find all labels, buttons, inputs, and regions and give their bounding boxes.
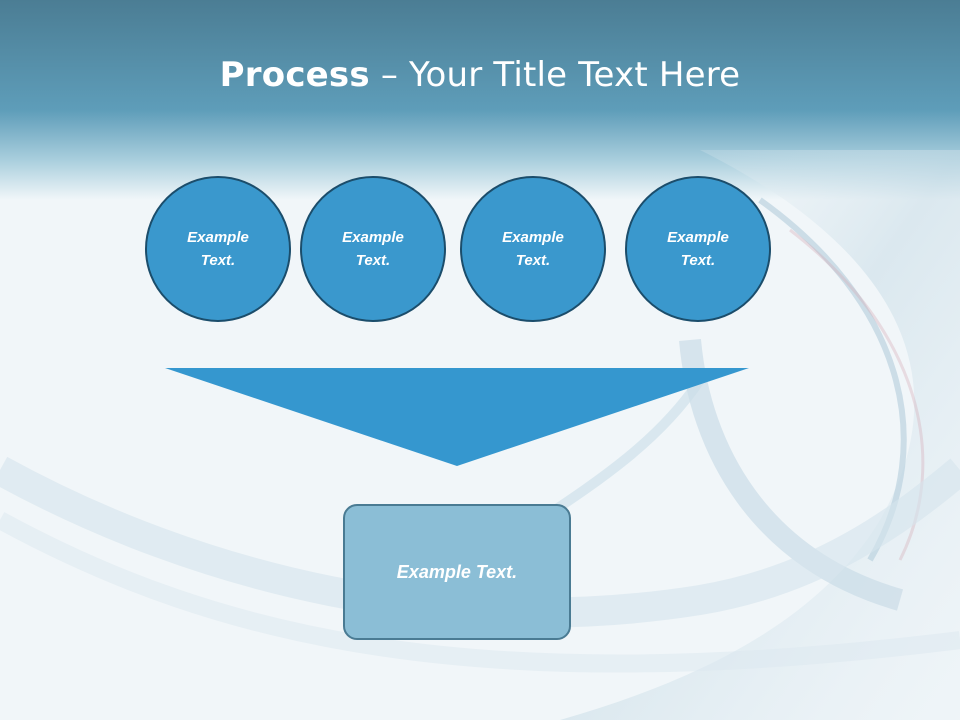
- title-bold: Process: [219, 55, 370, 95]
- process-step-2: Example Text.: [300, 176, 446, 322]
- process-step-3: Example Text.: [460, 176, 606, 322]
- funnel-arrow: [165, 368, 749, 466]
- result-label: Example Text.: [396, 561, 518, 582]
- page-title: Process – Your Title Text Here: [0, 52, 960, 98]
- process-step-4-label: Example Text.: [667, 229, 729, 269]
- process-step-3-label: Example Text.: [502, 229, 564, 269]
- result-box: Example Text.: [343, 504, 571, 640]
- process-step-2-label: Example Text.: [342, 229, 404, 269]
- title-separator: –: [369, 55, 410, 95]
- title-rest: Your Title Text Here: [409, 55, 741, 95]
- process-step-4: Example Text.: [625, 176, 771, 322]
- process-step-1-label: Example Text.: [187, 229, 249, 269]
- process-step-1: Example Text.: [145, 176, 291, 322]
